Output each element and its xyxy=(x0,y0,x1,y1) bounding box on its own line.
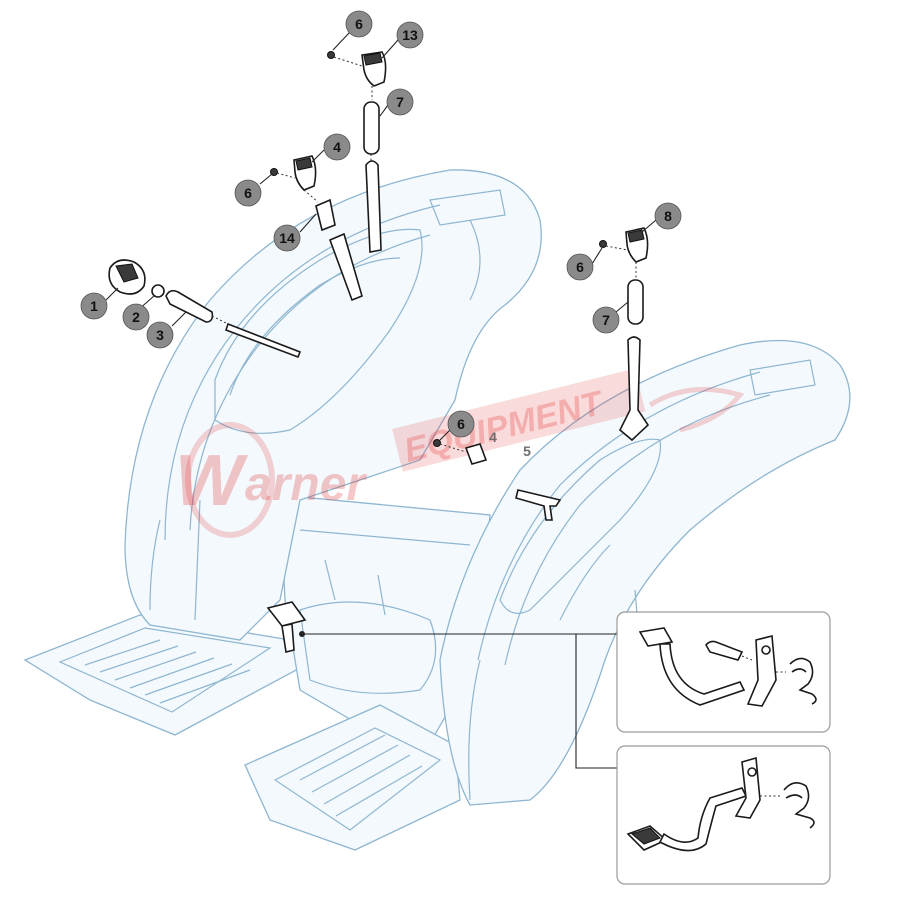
fender-body-assembly xyxy=(23,169,851,851)
callout-8: 8 xyxy=(654,202,682,230)
svg-text:2: 2 xyxy=(132,309,140,325)
svg-text:1: 1 xyxy=(90,298,98,314)
callout-6-top: 6 xyxy=(345,10,373,38)
pedal-bracket xyxy=(266,601,307,653)
lever-knob-4 xyxy=(293,155,317,191)
screw-6-top xyxy=(327,51,335,59)
lever-rod-left xyxy=(328,232,363,302)
lever-grip-14 xyxy=(315,198,336,232)
linkage-rod-left xyxy=(224,322,302,359)
center-tunnel xyxy=(279,494,491,761)
watermark-logo: W arner EQUIPMENT xyxy=(175,368,745,538)
svg-text:13: 13 xyxy=(402,27,418,43)
left-switch-group xyxy=(108,259,302,359)
lever-knob-13 xyxy=(361,51,387,87)
callout-2: 2 xyxy=(122,303,150,331)
inset-leader-lines xyxy=(302,633,620,769)
lever-rod-right xyxy=(619,336,650,442)
svg-text:4: 4 xyxy=(333,139,341,155)
right-lever-group xyxy=(599,227,650,442)
shaft-3 xyxy=(165,289,214,323)
callout-4: 4 xyxy=(323,133,351,161)
right-fender xyxy=(439,339,851,806)
callout-6-center: 6 xyxy=(447,410,475,438)
svg-text:7: 7 xyxy=(602,312,610,328)
inset-top-pedal-detail xyxy=(616,611,831,733)
callout-14: 14 xyxy=(273,224,301,252)
screw-6-left xyxy=(270,168,278,176)
callout-7-top: 7 xyxy=(386,88,414,116)
svg-text:7: 7 xyxy=(396,94,404,110)
inset-bottom-pedal-detail xyxy=(616,745,831,885)
svg-text:6: 6 xyxy=(576,259,584,275)
svg-text:6: 6 xyxy=(244,185,252,201)
center-lever-group xyxy=(327,51,387,253)
small-knob-4 xyxy=(464,443,488,465)
center-small-parts xyxy=(433,439,562,521)
svg-text:3: 3 xyxy=(156,327,164,343)
lever-rod-5 xyxy=(515,489,562,521)
svg-text:W: W xyxy=(175,441,249,521)
screw-6-right xyxy=(599,240,607,248)
callout-6-right: 6 xyxy=(566,253,594,281)
lever-grip-7-top xyxy=(363,101,380,155)
washer-2 xyxy=(151,284,165,298)
svg-text:6: 6 xyxy=(355,16,363,32)
callout-7-right: 7 xyxy=(592,306,620,334)
callout-3: 3 xyxy=(146,321,174,349)
left-footrest-plate xyxy=(23,614,301,736)
screw-6-center xyxy=(433,439,441,447)
svg-text:6: 6 xyxy=(457,416,465,432)
switch-knob-1 xyxy=(108,259,146,295)
lever-grip-7-right xyxy=(627,279,644,325)
faded-label-5: 5 xyxy=(523,443,531,459)
faded-label-4: 4 xyxy=(489,429,497,445)
right-footrest-plate xyxy=(244,704,461,851)
left-lever-group xyxy=(270,155,363,302)
lever-knob-8 xyxy=(625,227,649,263)
callout-1: 1 xyxy=(80,292,108,320)
svg-text:8: 8 xyxy=(664,208,672,224)
svg-text:14: 14 xyxy=(279,230,295,246)
svg-text:arner: arner xyxy=(245,458,367,511)
lever-rod-center xyxy=(365,160,382,253)
callout-13: 13 xyxy=(396,21,424,49)
callout-6-left: 6 xyxy=(234,179,262,207)
